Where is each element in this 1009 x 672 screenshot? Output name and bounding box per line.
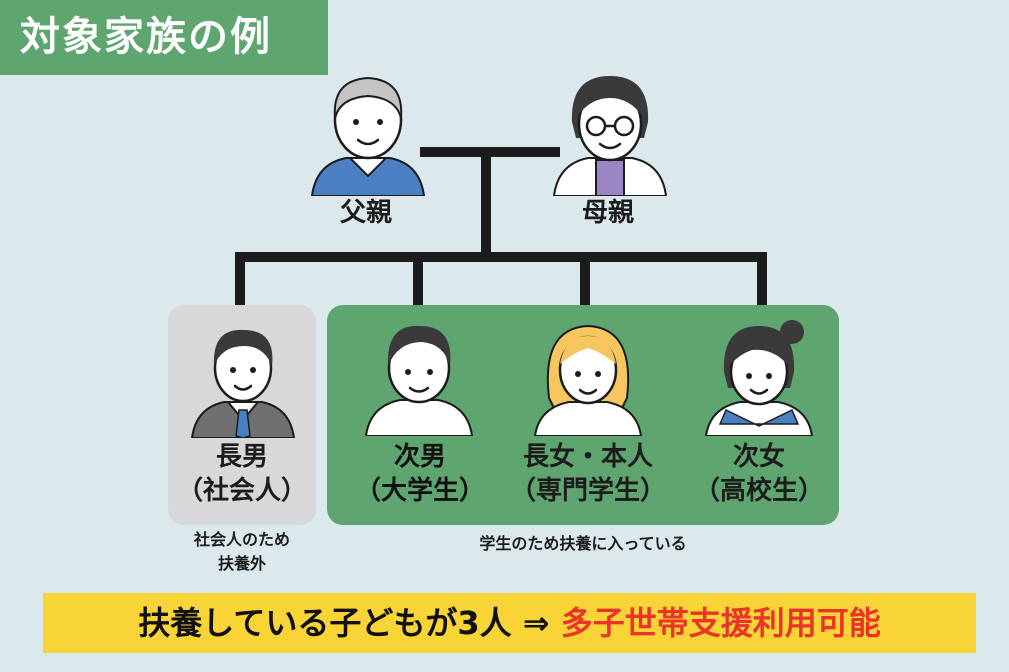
eldest-son-avatar — [190, 329, 296, 438]
banner-arrow: ⇒ — [522, 604, 550, 642]
conclusion-banner: 扶養している子どもが3人 ⇒ 多子世帯支援利用可能 — [43, 593, 976, 653]
drop-line-eldest-daughter — [580, 252, 590, 308]
father-label: 父親 — [339, 198, 392, 228]
eldest-son-status: （社会人） — [176, 476, 307, 506]
parents-stem-line — [481, 147, 491, 262]
mother-avatar — [552, 76, 668, 196]
drop-line-eldest-son — [235, 252, 245, 308]
drop-line-second-daughter — [757, 252, 767, 308]
second-daughter-name: 次女 — [732, 442, 785, 472]
excluded-note-line2: 扶養外 — [217, 554, 266, 573]
excluded-note: 社会人のため 扶養外 — [160, 528, 324, 576]
page-title: 対象家族の例 — [0, 0, 328, 75]
eldest-son-name: 長男 — [215, 442, 268, 472]
excluded-note-line1: 社会人のため — [193, 530, 290, 549]
included-note: 学生のため扶養に入っている — [479, 534, 687, 553]
second-son-name: 次男 — [393, 442, 446, 472]
second-daughter-label: 次女 （高校生） — [680, 440, 838, 508]
eldest-son-label: 長男 （社会人） — [168, 440, 316, 508]
drop-line-second-son — [413, 252, 423, 308]
banner-main-text: 扶養している子どもが3人 — [138, 604, 512, 642]
children-bus-line — [235, 252, 767, 262]
eldest-daughter-status: （専門学生） — [509, 476, 666, 506]
banner-result-text: 多子世帯支援利用可能 — [560, 604, 881, 642]
mother-label: 母親 — [581, 198, 634, 228]
eldest-daughter-name: 長女・本人 — [522, 442, 653, 472]
second-son-status: （大学生） — [354, 476, 485, 506]
eldest-daughter-label: 長女・本人 （専門学生） — [500, 440, 676, 508]
eldest-daughter-avatar — [533, 324, 643, 436]
second-son-label: 次男 （大学生） — [340, 440, 500, 508]
second-daughter-status: （高校生） — [693, 476, 824, 506]
second-daughter-avatar — [704, 320, 814, 436]
second-son-avatar — [364, 325, 474, 436]
father-avatar — [310, 76, 426, 196]
